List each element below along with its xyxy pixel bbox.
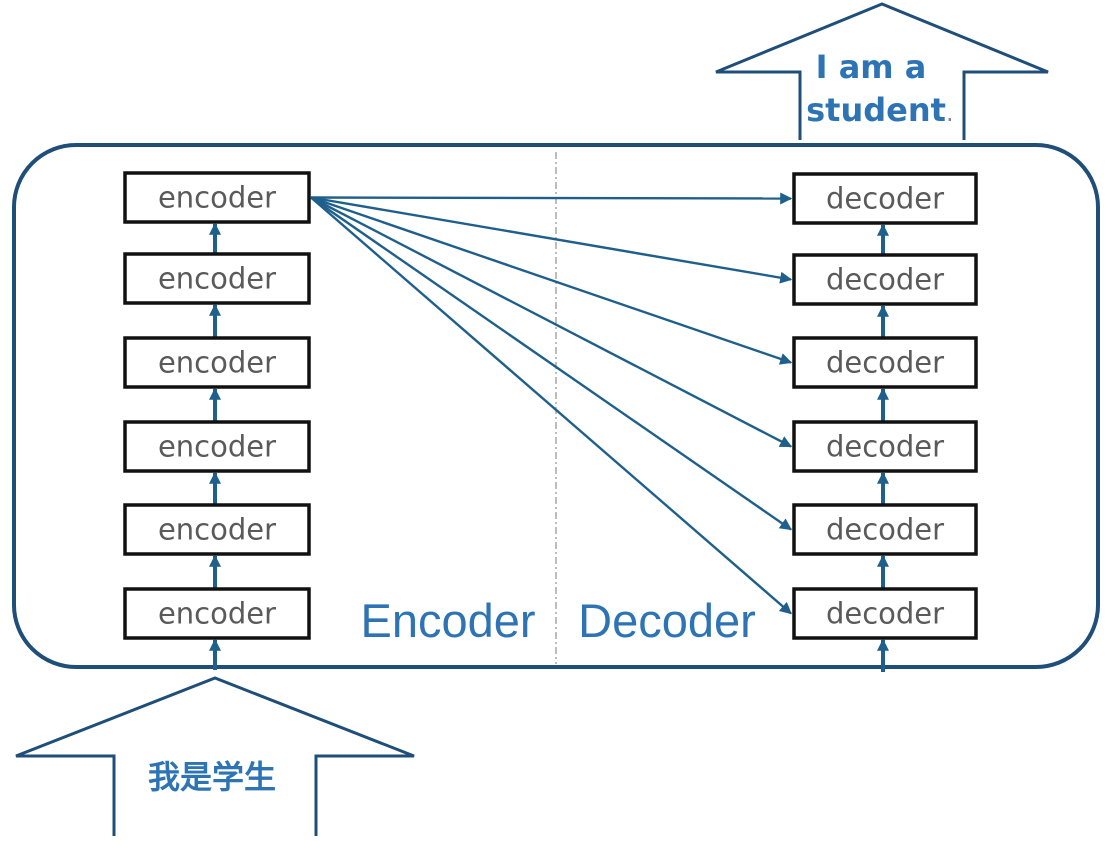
decoder-block-3-label: decoder — [826, 346, 944, 380]
input-text: 我是学生 — [148, 758, 276, 796]
cross-arrow-6 — [310, 196, 792, 615]
decoder-block-1: decoder — [792, 172, 978, 225]
encoder-section-label: Encoder — [360, 594, 535, 647]
decoder-block-3-box — [792, 336, 978, 389]
encoder-stack: encoder encoder encoder encoder encoder encod… — [123, 171, 311, 640]
cross-arrow-4 — [310, 196, 793, 448]
encoder-block-6-box — [123, 587, 311, 640]
encoder-block-5-label: encoder — [158, 513, 276, 547]
encoder-block-3-label: encoder — [158, 346, 276, 380]
encoder-block-4-box — [123, 420, 311, 473]
decoder-section-label: Decoder — [578, 594, 756, 647]
output-text-line1: I am a — [816, 48, 927, 86]
input-arrow: 我是学生 — [15, 676, 415, 836]
decoder-block-6: decoder — [792, 587, 978, 640]
encoder-block-2-label: encoder — [158, 262, 276, 296]
decoder-block-4-label: decoder — [826, 430, 944, 464]
encoder-block-1-label: encoder — [158, 181, 276, 215]
output-arrow-shape — [715, 2, 1049, 140]
decoder-block-1-box — [792, 172, 978, 225]
encoder-block-5-box — [123, 503, 311, 556]
encoder-block-6: encoder — [123, 587, 311, 640]
encoder-block-5: encoder — [123, 503, 311, 556]
decoder-block-5: decoder — [792, 503, 978, 556]
cross-arrow-1 — [310, 192, 793, 205]
decoder-stack: decoder decoder decoder decoder decoder decod… — [792, 172, 978, 640]
encoder-to-decoder-arrows — [310, 192, 793, 615]
encoder-block-2-box — [123, 252, 311, 305]
decoder-block-2-box — [792, 253, 978, 306]
decoder-block-6-box — [792, 587, 978, 640]
encoder-block-1-box — [123, 171, 311, 224]
decoder-block-5-box — [792, 503, 978, 556]
output-text-period: . — [946, 99, 954, 127]
encoder-block-4: encoder — [123, 420, 311, 473]
encoder-block-3-box — [123, 336, 311, 389]
cross-arrow-3 — [310, 196, 793, 365]
encoder-block-4-label: encoder — [158, 430, 276, 464]
cross-arrow-5 — [310, 196, 792, 531]
stack-arrows — [209, 222, 889, 672]
decoder-block-3: decoder — [792, 336, 978, 389]
decoder-block-4-box — [792, 420, 978, 473]
decoder-block-2-label: decoder — [826, 263, 944, 297]
decoder-block-6-label: decoder — [826, 597, 944, 631]
model-frame — [12, 143, 1100, 669]
decoder-block-4: decoder — [792, 420, 978, 473]
encoder-block-1: encoder — [123, 171, 311, 224]
input-arrow-shape — [15, 676, 415, 836]
encoder-block-3: encoder — [123, 336, 311, 389]
decoder-block-2: decoder — [792, 253, 978, 306]
encoder-block-6-label: encoder — [158, 597, 276, 631]
encoder-block-2: encoder — [123, 252, 311, 305]
output-arrow: I am a student . — [715, 2, 1049, 140]
decoder-block-1-label: decoder — [826, 182, 944, 216]
decoder-block-5-label: decoder — [826, 513, 944, 547]
output-text-line2: student — [806, 91, 946, 129]
cross-arrow-2 — [310, 196, 793, 284]
